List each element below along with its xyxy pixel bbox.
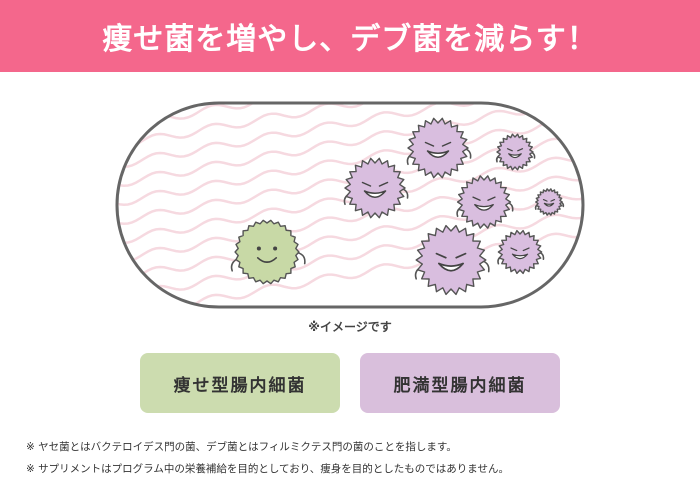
wave-line — [117, 103, 583, 150]
lean-gut-bacteria-button[interactable]: 痩せ型腸内細菌 — [140, 353, 340, 413]
wave-line — [117, 212, 583, 302]
capsule-border — [115, 101, 585, 309]
smiling-green-bacterium-icon — [230, 219, 306, 285]
wave-line — [117, 174, 583, 264]
grinning-purple-bacterium-icon — [414, 224, 490, 296]
wave-line — [117, 103, 583, 188]
wave-line — [117, 155, 583, 245]
wave-line — [117, 117, 583, 207]
grinning-purple-bacterium-icon — [406, 117, 472, 179]
page-title: 痩せ菌を増やし、デブ菌を減らす！ — [102, 22, 598, 57]
image-caption: ※イメージです — [308, 320, 392, 334]
wave-line — [117, 103, 583, 131]
grinning-purple-bacterium-icon — [497, 229, 545, 275]
obese-gut-bacteria-button[interactable]: 肥満型腸内細菌 — [360, 353, 560, 413]
header-banner: 痩せ菌を増やし、デブ菌を減らす！ — [0, 0, 700, 72]
gut-illustration — [115, 101, 585, 309]
footnote-1: ※ ヤセ菌とはバクテロイデス門の菌、デブ菌とはフィルミクテス門の菌のことを指しま… — [26, 441, 457, 453]
bacteria-group — [230, 117, 565, 296]
footnote-2: ※ サプリメントはプログラム中の栄養補給を目的としており、痩身を目的としたもので… — [26, 463, 509, 475]
wave-pattern — [117, 103, 583, 307]
grinning-purple-bacterium-icon — [343, 157, 409, 219]
grinning-purple-bacterium-icon — [534, 188, 565, 216]
grinning-purple-bacterium-icon — [456, 175, 514, 229]
wave-line — [117, 193, 583, 283]
footnotes: ※ ヤセ菌とはバクテロイデス門の菌、デブ菌とはフィルミクテス門の菌のことを指しま… — [26, 436, 686, 480]
wave-line — [117, 103, 583, 169]
grinning-purple-bacterium-icon — [495, 133, 536, 171]
